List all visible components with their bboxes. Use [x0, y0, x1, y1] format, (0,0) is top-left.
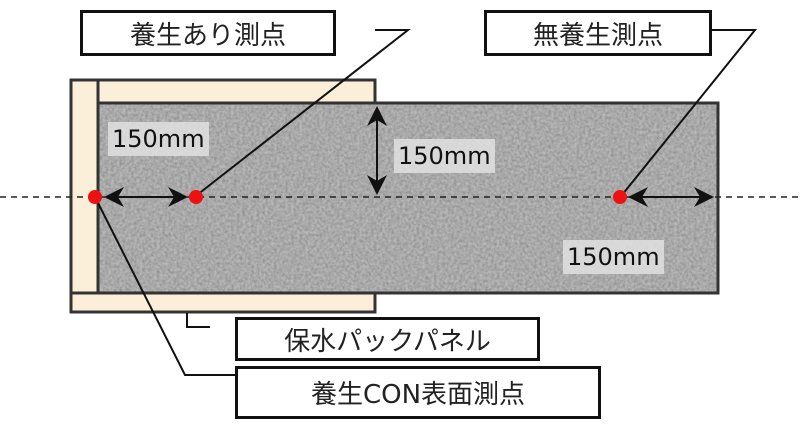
leader-cured-point — [196, 29, 411, 196]
panel-top — [96, 78, 377, 105]
dim-label-right: 150mm — [563, 240, 664, 274]
label-cured-point: 養生あり測点 — [80, 10, 336, 56]
dim-label-depth: 150mm — [394, 139, 495, 173]
panel-bottom — [69, 291, 377, 314]
leader-surface-point — [95, 198, 235, 376]
leader-uncured-point — [621, 29, 758, 196]
point-surface — [88, 190, 102, 204]
point-uncured — [613, 190, 627, 204]
label-uncured-point: 無養生測点 — [484, 10, 712, 56]
label-panel: 保水パックパネル — [235, 317, 540, 361]
leader-panel — [186, 313, 210, 328]
point-cured — [189, 190, 203, 204]
label-surface-point: 養生CON表面測点 — [235, 366, 601, 419]
dim-label-left: 150mm — [108, 122, 209, 156]
